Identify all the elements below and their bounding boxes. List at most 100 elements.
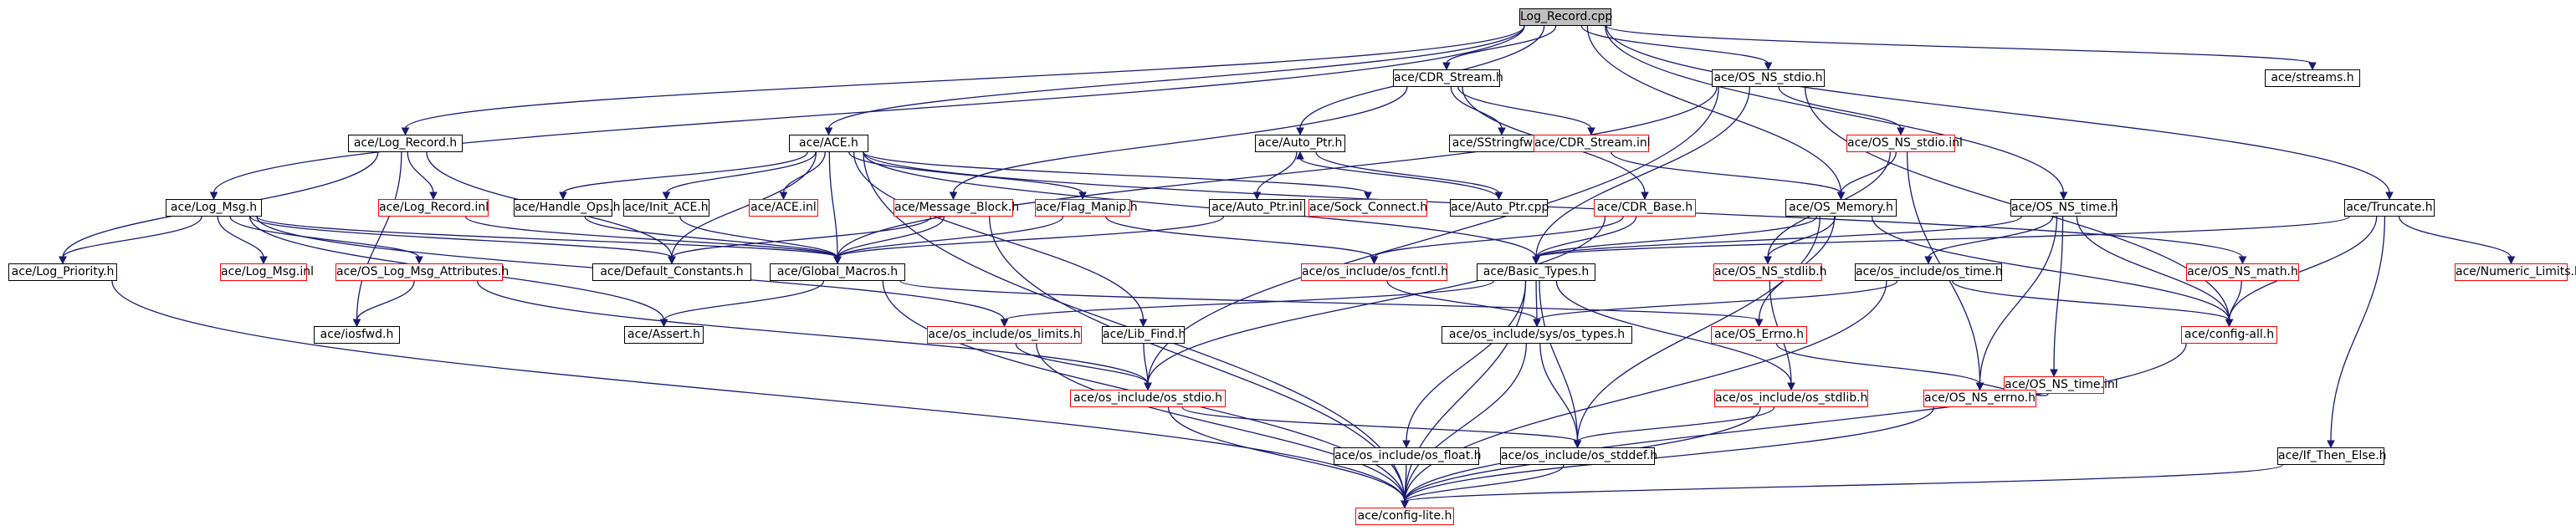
node-os-ns-time-inl[interactable]: ace/OS_NS_time.inl bbox=[2004, 376, 2118, 394]
edge-global-macros-h-to-assert-h bbox=[663, 280, 825, 321]
node-auto-ptr-cpp[interactable]: ace/Auto_Ptr.cpp bbox=[1450, 199, 1549, 217]
node-cdr-stream-inl[interactable]: ace/CDR_Stream.inl bbox=[1534, 135, 1651, 152]
node-cdr-stream-h[interactable]: ace/CDR_Stream.h bbox=[1393, 69, 1503, 87]
node-os-log-msg-attributes-h[interactable]: ace/OS_Log_Msg_Attributes.h bbox=[335, 263, 509, 281]
node-init-ace-h[interactable]: ace/Init_ACE.h bbox=[623, 199, 709, 217]
node-if-then-else-h[interactable]: ace/If_Then_Else.h bbox=[2277, 447, 2387, 465]
node-os-ns-errno-h[interactable]: ace/OS_NS_errno.h bbox=[1923, 390, 2036, 407]
node-cdr-base-h[interactable]: ace/CDR_Base.h bbox=[1594, 199, 1696, 217]
node-assert-h[interactable]: ace/Assert.h bbox=[624, 326, 704, 344]
edge-basic-types-h-to-os-types-h bbox=[1535, 280, 1538, 321]
node-auto-ptr-h[interactable]: ace/Auto_Ptr.h bbox=[1255, 135, 1345, 152]
edge-arrowhead bbox=[1442, 62, 1451, 71]
node-os-limits-h[interactable]: ace/os_include/os_limits.h bbox=[927, 326, 1082, 344]
edge-arrowhead bbox=[668, 256, 676, 265]
edge-os-ns-math-h-to-config-all-h bbox=[2228, 280, 2242, 321]
edge-basic-types-h-to-os-stdlib-h bbox=[1555, 280, 1792, 385]
edge-arrowhead bbox=[1401, 500, 1409, 509]
node-log-priority-h[interactable]: ace/Log_Priority.h bbox=[8, 263, 117, 281]
edge-os-fcntl-h-to-os-types-h bbox=[1386, 280, 1538, 321]
node-os-errno-h[interactable]: ace/OS_Errno.h bbox=[1711, 326, 1807, 344]
edge-arrowhead bbox=[1364, 191, 1372, 201]
node-numeric-limits-h[interactable]: ace/Numeric_Limits.h bbox=[2455, 263, 2576, 281]
edge-log-record-cpp-to-cdr-stream-h bbox=[1446, 25, 1557, 64]
edge-os-memory-h-to-basic-types-h bbox=[1535, 216, 1817, 258]
edge-os-ns-stdio-inl-to-os-memory-h bbox=[1840, 151, 1897, 194]
edge-truncate-h-to-basic-types-h bbox=[1535, 216, 2350, 258]
edge-arrowhead bbox=[1296, 151, 1304, 160]
edge-arrowhead bbox=[833, 256, 842, 265]
node-log-msg-inl[interactable]: ace/Log_Msg.inl bbox=[220, 263, 314, 281]
node-basic-types-h[interactable]: ace/Basic_Types.h bbox=[1477, 263, 1595, 281]
edge-log-record-cpp-to-os-ns-time-h bbox=[1604, 25, 2065, 194]
node-log-msg-h[interactable]: ace/Log_Msg.h bbox=[166, 199, 262, 217]
node-ace-inl[interactable]: ace/ACE.inl bbox=[749, 199, 818, 217]
node-os-ns-stdlib-h[interactable]: ace/OS_NS_stdlib.h bbox=[1713, 263, 1827, 281]
edge-flag-manip-h-to-os-fcntl-h bbox=[1105, 216, 1375, 258]
edge-arrowhead bbox=[1787, 382, 1795, 391]
edge-cdr-stream-h-to-sstringfwd-h bbox=[1450, 86, 1503, 130]
node-os-types-h[interactable]: ace/os_include/sys/os_types.h bbox=[1442, 326, 1632, 344]
edge-ace-h-to-lib-find-h bbox=[853, 151, 1145, 321]
edge-auto-ptr-cpp-to-auto-ptr-h bbox=[1299, 157, 1500, 200]
edge-cdr-stream-h-to-cdr-stream-inl bbox=[1457, 86, 1592, 130]
edge-os-types-h-to-config-lite-h bbox=[1404, 343, 1528, 503]
edge-log-record-cpp-to-log-msg-h bbox=[213, 25, 1525, 194]
edge-global-macros-h-to-os-errno-h bbox=[899, 280, 1760, 321]
node-sstringfwd-h[interactable]: ace/SStringfwd.h bbox=[1449, 135, 1554, 152]
node-os-stddef-h[interactable]: ace/os_include/os_stddef.h bbox=[1500, 447, 1657, 465]
edge-arrowhead bbox=[1897, 127, 1905, 136]
node-default-constants-h[interactable]: ace/Default_Constants.h bbox=[592, 263, 751, 281]
edge-arrowhead bbox=[415, 256, 423, 265]
node-sock-connect-h[interactable]: ace/Sock_Connect.h bbox=[1308, 199, 1427, 217]
edge-basic-types-h-to-os-stddef-h bbox=[1539, 280, 1579, 442]
node-flag-manip-h[interactable]: ace/Flag_Manip.h bbox=[1035, 199, 1138, 217]
node-message-block-h[interactable]: ace/Message_Block.h bbox=[894, 199, 1019, 217]
node-global-macros-h[interactable]: ace/Global_Macros.h bbox=[770, 263, 905, 281]
edge-flag-manip-h-to-global-macros-h bbox=[837, 216, 1064, 258]
edge-log-msg-h-to-os-log-msg-attributes-h bbox=[229, 216, 420, 258]
node-streams-h[interactable]: ace/streams.h bbox=[2265, 69, 2360, 87]
node-os-ns-time-h[interactable]: ace/OS_NS_time.h bbox=[2010, 199, 2118, 217]
edge-ace-h-to-global-macros-h bbox=[828, 151, 838, 258]
edge-log-msg-h-to-default-constants-h bbox=[249, 216, 673, 258]
edge-os-ns-stdio-h-to-os-ns-stdio-inl bbox=[1778, 86, 1902, 130]
node-ace-h[interactable]: ace/ACE.h bbox=[789, 135, 868, 152]
node-lib-find-h[interactable]: ace/Lib_Find.h bbox=[1102, 326, 1186, 344]
edge-log-priority-h-to-config-lite-h bbox=[111, 280, 1406, 503]
node-os-ns-stdio-h[interactable]: ace/OS_NS_stdio.h bbox=[1712, 69, 1825, 87]
node-os-stdlib-h[interactable]: ace/os_include/os_stdlib.h bbox=[1714, 390, 1868, 407]
node-os-memory-h[interactable]: ace/OS_Memory.h bbox=[1785, 199, 1897, 217]
edge-ace-h-to-sock-connect-h bbox=[863, 151, 1369, 194]
node-log-record-h[interactable]: ace/Log_Record.h bbox=[348, 135, 463, 152]
edge-arrowhead bbox=[1139, 319, 1148, 328]
node-iosfwd-h[interactable]: ace/iosfwd.h bbox=[314, 326, 400, 344]
edge-arrowhead bbox=[1533, 319, 1541, 328]
node-config-all-h[interactable]: ace/config-all.h bbox=[2181, 326, 2277, 344]
edge-log-record-inl-to-global-macros-h bbox=[464, 216, 838, 258]
edge-ace-h-to-os-ns-math-h bbox=[863, 151, 2244, 258]
edge-log-record-cpp-to-os-memory-h bbox=[1586, 25, 1842, 194]
node-os-time-h[interactable]: ace/os_include/os_time.h bbox=[1855, 263, 2003, 281]
node-handle-ops-h[interactable]: ace/Handle_Ops.h bbox=[514, 199, 621, 217]
edge-arrowhead bbox=[1144, 382, 1152, 391]
edge-arrowhead bbox=[1296, 127, 1304, 136]
node-os-ns-math-h[interactable]: ace/OS_NS_math.h bbox=[2186, 263, 2299, 281]
node-config-lite-h[interactable]: ace/config-lite.h bbox=[1355, 508, 1454, 525]
node-os-stdio-h[interactable]: ace/os_include/os_stdio.h bbox=[1070, 390, 1226, 407]
edge-arrowhead bbox=[1587, 127, 1595, 136]
edge-os-float-h-to-config-lite-h bbox=[1404, 464, 1407, 503]
edge-arrowhead bbox=[401, 127, 410, 136]
node-log-record-inl[interactable]: ace/Log_Record.inl bbox=[378, 199, 489, 217]
edge-ace-h-to-default-constants-h bbox=[671, 151, 817, 258]
node-auto-ptr-inl[interactable]: ace/Auto_Ptr.inl bbox=[1209, 199, 1305, 217]
node-os-fcntl-h[interactable]: ace/os_include/os_fcntl.h bbox=[1301, 263, 1448, 281]
edge-arrowhead bbox=[1641, 191, 1649, 201]
node-os-float-h[interactable]: ace/os_include/os_float.h bbox=[1334, 447, 1482, 465]
edge-message-block-h-to-default-constants-h bbox=[671, 216, 932, 258]
node-truncate-h[interactable]: ace/Truncate.h bbox=[2344, 199, 2435, 217]
edge-arrowhead bbox=[209, 191, 218, 201]
node-os-ns-stdio-inl[interactable]: ace/OS_NS_stdio.inl bbox=[1846, 135, 1963, 152]
edge-arrowhead bbox=[2507, 256, 2516, 265]
